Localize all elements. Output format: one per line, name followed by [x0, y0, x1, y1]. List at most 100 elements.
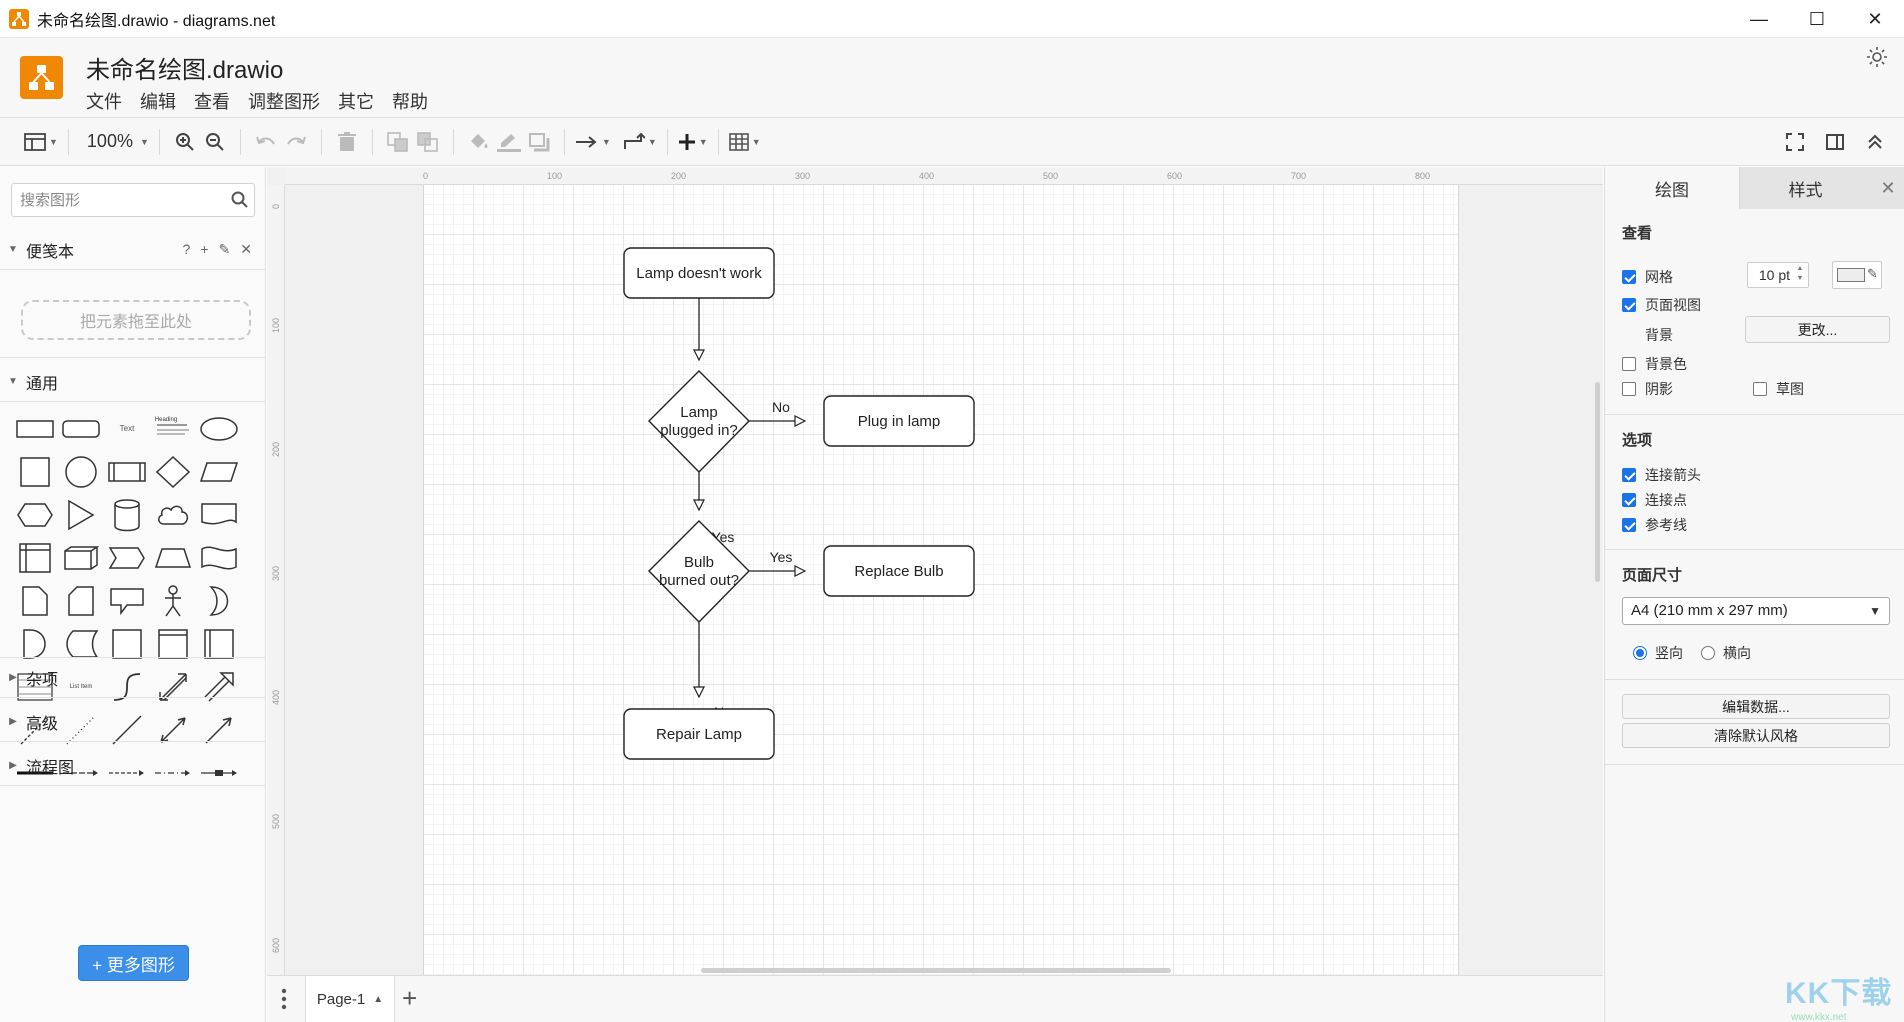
shape-textbox[interactable]: Heading: [150, 407, 196, 450]
fill-color-button[interactable]: [464, 127, 494, 157]
zoom-dropdown[interactable]: 100% ▼: [79, 127, 149, 157]
connection-points-checkbox[interactable]: [1622, 493, 1636, 507]
shape-directional-connector[interactable]: [196, 708, 242, 751]
grid-size-input[interactable]: 10 pt: [1747, 262, 1809, 288]
background-color-row[interactable]: 背景色: [1622, 354, 1687, 374]
shape-search-input[interactable]: [11, 183, 255, 217]
shape-process[interactable]: [104, 450, 150, 493]
guides-checkbox[interactable]: [1622, 518, 1636, 532]
shape-note[interactable]: [12, 579, 58, 622]
node-plug-in-lamp[interactable]: [823, 395, 975, 447]
shape-diamond[interactable]: [150, 450, 196, 493]
format-panel-button[interactable]: [1820, 127, 1850, 157]
shape-dotted-line[interactable]: [58, 708, 104, 751]
connection-points-row[interactable]: 连接点: [1622, 490, 1687, 510]
format-panel-toggle[interactable]: ▼: [24, 127, 58, 157]
connection-arrows-checkbox[interactable]: [1622, 468, 1636, 482]
shadow-checkbox[interactable]: [1622, 382, 1636, 396]
portrait-row[interactable]: 竖向: [1633, 643, 1683, 663]
horizontal-scrollbar[interactable]: [701, 968, 1171, 973]
misc-section-header[interactable]: ▶ 杂项: [0, 658, 266, 698]
connection-style-button[interactable]: ▼: [575, 127, 611, 157]
shape-cloud[interactable]: [150, 493, 196, 536]
shape-document[interactable]: [196, 493, 242, 536]
to-front-button[interactable]: [383, 127, 413, 157]
grid-size-spinner[interactable]: ▲▼: [1793, 264, 1807, 286]
shape-rounded-rectangle[interactable]: [58, 407, 104, 450]
shape-internal-storage[interactable]: [12, 536, 58, 579]
add-page-button[interactable]: +: [402, 983, 418, 1013]
drawing-page[interactable]: No Yes Yes No Lamp doesn't work Lamp plu…: [423, 185, 1459, 975]
portrait-radio[interactable]: [1633, 646, 1647, 660]
minimize-button[interactable]: —: [1730, 0, 1788, 38]
shape-line[interactable]: [104, 708, 150, 751]
tab-diagram[interactable]: 绘图: [1605, 167, 1739, 209]
shape-callout[interactable]: [104, 579, 150, 622]
menu-help[interactable]: 帮助: [392, 92, 428, 112]
insert-button[interactable]: ▼: [678, 127, 708, 157]
undo-button[interactable]: [251, 127, 281, 157]
node-repair-lamp[interactable]: [623, 708, 775, 760]
shape-container[interactable]: [150, 622, 196, 665]
shape-parallelogram[interactable]: [196, 450, 242, 493]
close-icon[interactable]: ✕: [240, 241, 252, 257]
grid-checkbox-row[interactable]: 网格: [1622, 267, 1673, 287]
shape-link-arrow[interactable]: [58, 751, 104, 794]
change-background-button[interactable]: 更改...: [1745, 316, 1890, 343]
page-size-select[interactable]: A4 (210 mm x 297 mm) ▼: [1622, 597, 1890, 625]
document-title[interactable]: 未命名绘图.drawio: [86, 57, 284, 84]
shape-data-storage[interactable]: [58, 622, 104, 665]
shape-curve[interactable]: [104, 665, 150, 708]
scratchpad-dropzone[interactable]: 把元素拖至此处: [21, 300, 251, 340]
shape-list-item[interactable]: List Item: [58, 665, 104, 708]
shape-dotted-arrow[interactable]: [150, 751, 196, 794]
zoom-in-button[interactable]: [170, 127, 200, 157]
shape-step[interactable]: [104, 536, 150, 579]
node-lamp-doesnt-work[interactable]: [623, 247, 775, 299]
shape-hexagon[interactable]: [12, 493, 58, 536]
landscape-radio[interactable]: [1701, 646, 1715, 660]
shape-cube[interactable]: [58, 536, 104, 579]
edit-data-button[interactable]: 编辑数据...: [1622, 694, 1890, 719]
shape-square-2[interactable]: [104, 622, 150, 665]
edit-icon[interactable]: ✎: [218, 241, 231, 257]
sketch-checkbox[interactable]: [1753, 382, 1767, 396]
grid-checkbox[interactable]: [1622, 270, 1636, 284]
search-icon[interactable]: [231, 191, 248, 212]
scratchpad-header[interactable]: ▼ 便笺本 ? + ✎ ✕: [0, 230, 266, 270]
shape-or[interactable]: [196, 579, 242, 622]
menu-arrange[interactable]: 调整图形: [248, 92, 320, 112]
more-shapes-button[interactable]: + 更多图形: [78, 945, 189, 981]
landscape-row[interactable]: 横向: [1701, 643, 1751, 663]
waypoints-button[interactable]: ▼: [623, 127, 657, 157]
theme-toggle-button[interactable]: [1866, 46, 1890, 70]
shadow-row[interactable]: 阴影: [1622, 379, 1673, 399]
shape-trapezoid[interactable]: [150, 536, 196, 579]
page-view-row[interactable]: 页面视图: [1622, 295, 1701, 315]
shape-tape[interactable]: [196, 536, 242, 579]
shape-cylinder[interactable]: [104, 493, 150, 536]
general-section-header[interactable]: ▼ 通用: [0, 362, 266, 402]
chevron-up-icon[interactable]: ▲: [373, 993, 384, 1005]
maximize-button[interactable]: ☐: [1788, 0, 1846, 38]
delete-button[interactable]: [332, 127, 362, 157]
grid-color-picker[interactable]: ✎: [1832, 261, 1882, 289]
zoom-out-button[interactable]: [200, 127, 230, 157]
node-bulb-burned-out[interactable]: [648, 520, 750, 623]
shadow-button[interactable]: [524, 127, 554, 157]
menu-view[interactable]: 查看: [194, 92, 230, 112]
node-replace-bulb[interactable]: [823, 545, 975, 597]
close-window-button[interactable]: ✕: [1846, 0, 1904, 38]
shape-list[interactable]: [12, 665, 58, 708]
shape-dashed-arrow[interactable]: [104, 751, 150, 794]
shape-triangle[interactable]: [58, 493, 104, 536]
shape-actor[interactable]: [150, 579, 196, 622]
shape-connector-with-label[interactable]: [196, 751, 242, 794]
node-lamp-plugged-in[interactable]: [648, 370, 750, 473]
shape-bidirectional-connector[interactable]: [150, 708, 196, 751]
redo-button[interactable]: [281, 127, 311, 157]
shape-ellipse[interactable]: [196, 407, 242, 450]
fullscreen-button[interactable]: [1780, 127, 1810, 157]
shape-circle[interactable]: [58, 450, 104, 493]
shape-dashed-line[interactable]: [12, 708, 58, 751]
